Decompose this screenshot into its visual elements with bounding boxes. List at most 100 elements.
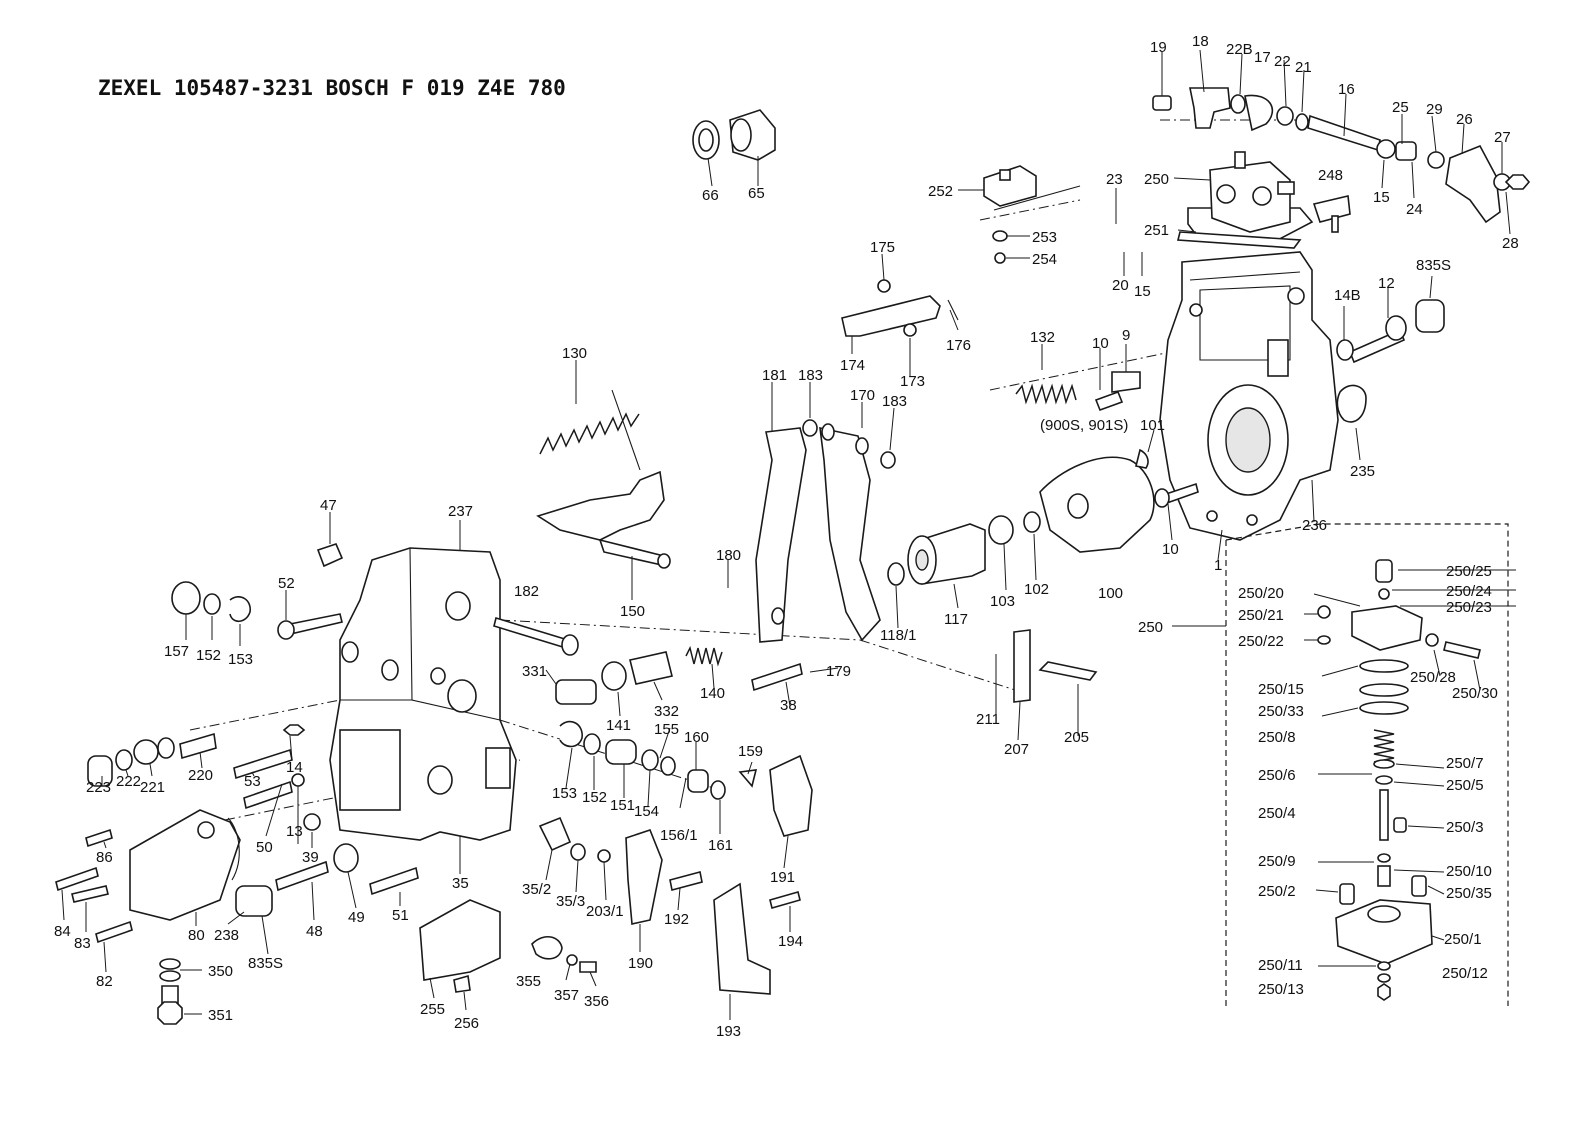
part-102 [1023, 511, 1041, 533]
callout-160: 160 [684, 729, 709, 746]
callout-39: 39 [302, 849, 319, 866]
callout-355: 355 [516, 973, 541, 990]
bolt-48 [275, 860, 329, 892]
callout-193: 193 [716, 1023, 741, 1040]
bolt-47 [316, 543, 344, 568]
callout-101: 101 [1140, 417, 1165, 434]
clip-153 [229, 596, 251, 623]
callout-254: 254 [1032, 251, 1057, 268]
callout-250-21: 250/21 [1238, 607, 1284, 624]
callout-182: 182 [514, 583, 539, 600]
link-174 [841, 279, 959, 337]
lever-190 [625, 829, 663, 925]
callout-100: 100 [1098, 585, 1123, 602]
callout-203-1: 203/1 [586, 903, 624, 920]
washer-222 [115, 749, 133, 771]
callout-250-12: 250/12 [1442, 965, 1488, 982]
callout-250-15: 250/15 [1258, 681, 1304, 698]
nut-332 [629, 651, 673, 685]
lever-191 [769, 754, 813, 837]
callout-156-1: 156/1 [660, 827, 698, 844]
detail-box-250 [1225, 523, 1509, 1006]
detail-250-assembly [1317, 559, 1481, 1001]
callout-211: 211 [976, 711, 1000, 728]
callout-22: 22 [1274, 53, 1291, 70]
callout-157: 157 [164, 643, 189, 660]
pump-housing-35 [329, 547, 517, 841]
callout-250-35: 250/35 [1446, 885, 1492, 902]
callout-237: 237 [448, 503, 473, 520]
callout-250-28: 250/28 [1410, 669, 1456, 686]
callout-22b: 22B [1226, 41, 1253, 58]
callout-83: 83 [74, 935, 91, 952]
bolt-12-835S [1336, 299, 1445, 364]
oring-152 [203, 593, 221, 615]
callout-25: 25 [1392, 99, 1409, 116]
bolt-194 [769, 891, 801, 909]
clip-153b [559, 720, 583, 748]
parts-artwork [55, 49, 1531, 1025]
callout-53: 53 [244, 773, 261, 790]
callout-12: 12 [1378, 275, 1395, 292]
callout-250-33: 250/33 [1258, 703, 1304, 720]
callout-17: 17 [1254, 49, 1271, 66]
callout-35-2: 35/2 [522, 881, 551, 898]
callout-102: 102 [1024, 581, 1049, 598]
bolt-10-lower [1154, 482, 1199, 508]
bolt-50 [243, 780, 293, 810]
flyweight-100 [1039, 448, 1155, 553]
callout-250-30: 250/30 [1452, 685, 1498, 702]
callout-35: 35 [452, 875, 469, 892]
valve-331 [555, 679, 597, 705]
callout-152b: 152 [582, 789, 607, 806]
bracket-207 [1013, 629, 1031, 703]
callout-250-13: 250/13 [1258, 981, 1304, 998]
callout-66: 66 [702, 187, 719, 204]
callout-10b: 10 [1162, 541, 1179, 558]
bolt-38 [751, 662, 803, 692]
callout-835s-a: 835S [1416, 257, 1451, 274]
callout-29: 29 [1426, 101, 1443, 118]
callout-170: 170 [850, 387, 875, 404]
callout-251: 251 [1144, 222, 1169, 239]
nut-221 [133, 739, 159, 765]
plug-238 [235, 885, 273, 917]
governor-housing-1 [1159, 251, 1339, 541]
callout-250-20: 250/20 [1238, 585, 1284, 602]
bolt-10-bracket-9 [1094, 371, 1141, 412]
callout-82: 82 [96, 973, 113, 990]
callout-65: 65 [748, 185, 765, 202]
callout-151: 151 [610, 797, 635, 814]
callout-253: 253 [1032, 229, 1057, 246]
screw-220 [179, 732, 217, 760]
lever-170 [819, 423, 881, 642]
callout-86: 86 [96, 849, 113, 866]
callout-153a: 153 [228, 651, 253, 668]
callout-132: 132 [1030, 329, 1055, 346]
callout-173: 173 [900, 373, 925, 390]
callout-175: 175 [870, 239, 895, 256]
callout-190: 190 [628, 955, 653, 972]
callout-152a: 152 [196, 647, 221, 664]
spring-140 [685, 645, 723, 667]
callout-255: 255 [420, 1001, 445, 1018]
callout-207: 207 [1004, 741, 1029, 758]
screw-256 [453, 974, 471, 993]
callout-27: 27 [1494, 129, 1511, 146]
bolt-51 [369, 866, 419, 896]
callout-250a: 250 [1144, 171, 1169, 188]
callout-14b: 14B [1334, 287, 1361, 304]
pin-205 [1038, 661, 1098, 681]
bolt-53 [233, 748, 293, 780]
callout-51: 51 [392, 907, 409, 924]
callout-250-9: 250/9 [1258, 853, 1296, 870]
callout-183b: 183 [882, 393, 907, 410]
callout-332: 332 [654, 703, 679, 720]
callout-84: 84 [54, 923, 71, 940]
spring-130 [539, 412, 640, 455]
lever-193 [713, 882, 771, 995]
callout-154: 154 [634, 803, 659, 820]
bolt-86 [85, 828, 113, 848]
washer-183b [880, 451, 896, 469]
